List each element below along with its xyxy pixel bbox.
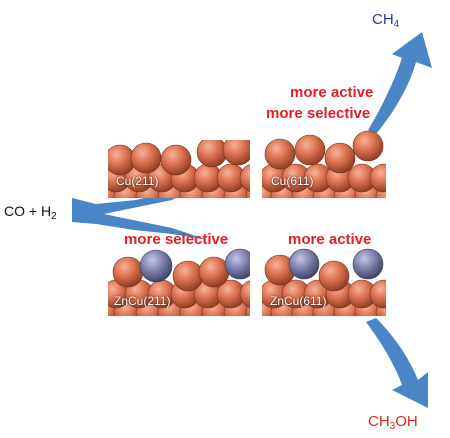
copper-atom: [196, 140, 228, 168]
copper-atom: [112, 256, 144, 288]
arrow-to-ch4: [368, 32, 432, 134]
copper-atom: [324, 142, 356, 174]
product-methane: CH4: [372, 11, 400, 30]
arrow-reactant-split: [72, 190, 208, 240]
annotation-cu611-selective: more selective: [266, 105, 371, 122]
annotation-zncu211-selective: more selective: [124, 231, 229, 248]
product-methanol: CH3OH: [368, 413, 418, 432]
surface-zncu611: [262, 248, 386, 316]
copper-atom: [130, 142, 162, 174]
surface-cu211: [108, 140, 250, 198]
annotation-cu611-active: more active: [290, 84, 374, 101]
copper-atom: [222, 140, 250, 166]
copper-atom: [239, 280, 250, 308]
surface-label-zncu211: ZnCu(211): [114, 294, 171, 308]
copper-atom: [318, 260, 350, 292]
copper-atom: [369, 279, 386, 309]
surface-label-zncu611: ZnCu(611): [270, 294, 327, 308]
copper-atom: [108, 144, 136, 176]
copper-atom: [294, 134, 326, 166]
surface-zncu211: [108, 248, 250, 316]
reactants-label: CO + H2: [4, 203, 57, 222]
copper-atom: [198, 256, 230, 288]
copper-atom: [369, 163, 386, 193]
surface-label-cu611: Cu(611): [271, 174, 314, 188]
copper-atom: [352, 130, 384, 162]
surface-label-cu211: Cu(211): [116, 174, 159, 188]
zinc-atom: [288, 248, 320, 280]
zinc-atom: [139, 249, 173, 283]
copper-atom: [264, 138, 296, 170]
arrow-to-ch3oh: [366, 318, 428, 408]
zinc-atom: [224, 248, 250, 280]
copper-atom: [172, 260, 204, 292]
zinc-atom: [352, 248, 384, 280]
copper-atom: [239, 164, 250, 192]
surface-cu611: [262, 130, 386, 198]
annotation-zncu611-active: more active: [288, 231, 372, 248]
copper-atom: [160, 144, 192, 176]
